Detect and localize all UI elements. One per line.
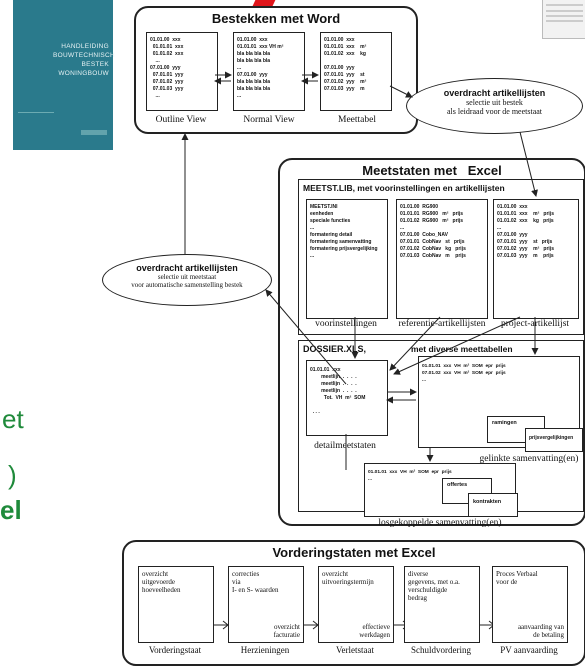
transfer-title: overdracht artikellijsten <box>136 263 238 273</box>
outline-text: 01.01.00 xxx 01.01.01 xxx 01.01.02 xxx .… <box>150 37 184 99</box>
vordering-cell: Proces Verbaal voor de aanvaarding van de… <box>492 566 568 643</box>
meettabel-box: 01.01.00 xxx 01.01.01 xxx m² 01.01.02 xx… <box>320 32 392 111</box>
kontrakten-box: kontrakten <box>468 493 518 517</box>
normal-view-box: 01.01.00 xxx 01.01.01 xxx VH m² bla bla … <box>233 32 305 111</box>
vordering-cell-bottom: effectieve werkdagen <box>359 623 390 639</box>
vordering-cell: overzicht uitvoeringstermijn effectieve w… <box>318 566 394 643</box>
side-text-paren: ) <box>8 460 17 490</box>
detail-caption: detailmeetstaten <box>314 441 376 451</box>
los-caption: losgekoppelde samenvatting(en) <box>378 518 502 528</box>
vordering-caption: PV aanvaarding <box>500 645 558 655</box>
prijsvergelijkingen-box: prijsvergelijkingen <box>525 428 583 452</box>
side-text-et: et <box>2 404 24 434</box>
vordering-caption: Herzieningen <box>240 645 290 655</box>
voorinstellingen-box: MEETST.INI eenheden speciale functies ..… <box>306 199 388 319</box>
cover-line: HANDLEIDING <box>61 43 109 50</box>
outline-caption: Outline View <box>155 115 207 125</box>
transfer-line: als leidraad voor de meetstaat <box>446 107 543 116</box>
ref-caption: referentie-artikellijsten <box>398 319 486 329</box>
cover-line: BESTEK <box>81 61 109 68</box>
vordering-cell: diverse gegevens, met o.a. verschuldigde… <box>404 566 480 643</box>
normal-text: 01.01.00 xxx 01.01.01 xxx VH m² bla bla … <box>237 37 284 99</box>
proj-text: 01.01.00 xxx 01.01.01 xxx m² prijs 01.01… <box>497 204 554 259</box>
cover-line: WONINGBOUW <box>58 70 109 77</box>
outline-view-box: 01.01.00 xxx 01.01.01 xxx 01.01.02 xxx .… <box>146 32 218 111</box>
dossier-sub: met diverse meettabellen <box>411 344 513 354</box>
cover-line: BOUWTECHNISCH <box>53 52 116 59</box>
vordering-cell-top: overzicht uitvoeringstermijn <box>322 570 374 586</box>
vordering-cell: correcties via I- en S- waarden overzicht… <box>228 566 304 643</box>
ramingen-label: ramingen <box>492 420 517 426</box>
meettabel-text: 01.01.00 xxx 01.01.01 xxx m² 01.01.02 xx… <box>324 37 367 92</box>
vordering-title: Vorderingstaten met Excel <box>272 545 436 560</box>
vordering-cell-top: diverse gegevens, met o.a. verschuldigde… <box>408 570 460 602</box>
vordering-cell: overzicht uitgevoerde hoeveelheden <box>138 566 214 643</box>
detailmeetstaten-box: 01.01.01 xxx meetlijn . . . . meetlijn .… <box>306 360 388 436</box>
vordering-cell-bottom: aanvaarding van de betaling <box>517 623 564 639</box>
lib-title: MEETST.LIB, met voorinstellingen en arti… <box>303 183 505 193</box>
voor-caption: voorinstellingen <box>315 319 377 329</box>
project-box: 01.01.00 xxx 01.01.01 xxx m² prijs 01.01… <box>493 199 579 319</box>
screenshot-thumbnail <box>542 0 585 39</box>
transfer-line: selectie uit bestek <box>466 98 523 107</box>
word-section: Bestekken met Word 01.01.00 xxx 01.01.01… <box>134 6 418 134</box>
normal-caption: Normal View <box>243 115 295 125</box>
transfer-ellipse-bestek: overdracht artikellijsten selectie uit b… <box>406 78 583 134</box>
vordering-cell-bottom: overzicht facturatie <box>273 623 300 639</box>
referentie-box: 01.01.00 RG900 01.01.01 RG900 m² prijs 0… <box>396 199 488 319</box>
gelinkt-caption: gelinkte samenvatting(en) <box>479 454 579 464</box>
ref-text: 01.01.00 RG900 01.01.01 RG900 m² prijs 0… <box>400 204 466 259</box>
vordering-caption: Vorderingstaat <box>148 645 202 655</box>
voor-text: MEETST.INI eenheden speciale functies ..… <box>310 204 378 259</box>
vordering-caption: Verletstaat <box>336 645 374 655</box>
transfer-ellipse-meetstaat: overdracht artikellijsten selectie uit m… <box>102 254 272 306</box>
dossier-title: DOSSIER.XLS, <box>303 344 367 354</box>
proj-caption: project-artikellijst <box>500 319 570 329</box>
excel-title: Meetstaten met Excel <box>362 163 502 178</box>
vordering-caption: Schuldvordering <box>411 645 471 655</box>
offertes-label: offertes <box>447 482 468 488</box>
transfer-line: selectie uit meetstaat <box>157 273 217 281</box>
los-text: 01.01.01 xxx VH m² SOM epr prijs ... <box>368 470 452 482</box>
kontrakten-label: kontrakten <box>473 499 502 505</box>
prijsverg-label: prijsvergelijkingen <box>529 435 574 441</box>
detail-text: 01.01.01 xxx meetlijn . . . . meetlijn .… <box>310 367 366 415</box>
vordering-cell-top: correcties via I- en S- waarden <box>232 570 279 594</box>
side-text-el: el <box>0 495 22 525</box>
vordering-cell-top: overzicht uitgevoerde hoeveelheden <box>142 570 181 594</box>
word-title: Bestekken met Word <box>211 11 341 26</box>
manual-cover: HANDLEIDING BOUWTECHNISCH BESTEK WONINGB… <box>13 0 116 150</box>
transfer-line: voor automatische samenstelling bestek <box>131 281 243 289</box>
gelinkt-text: 01.01.01 xxx VH m² SOM epr prijs 07.01.0… <box>422 364 506 383</box>
meettabel-caption: Meettabel <box>338 115 376 125</box>
vordering-cell-top: Proces Verbaal voor de <box>496 570 538 586</box>
transfer-title: overdracht artikellijsten <box>443 88 546 98</box>
